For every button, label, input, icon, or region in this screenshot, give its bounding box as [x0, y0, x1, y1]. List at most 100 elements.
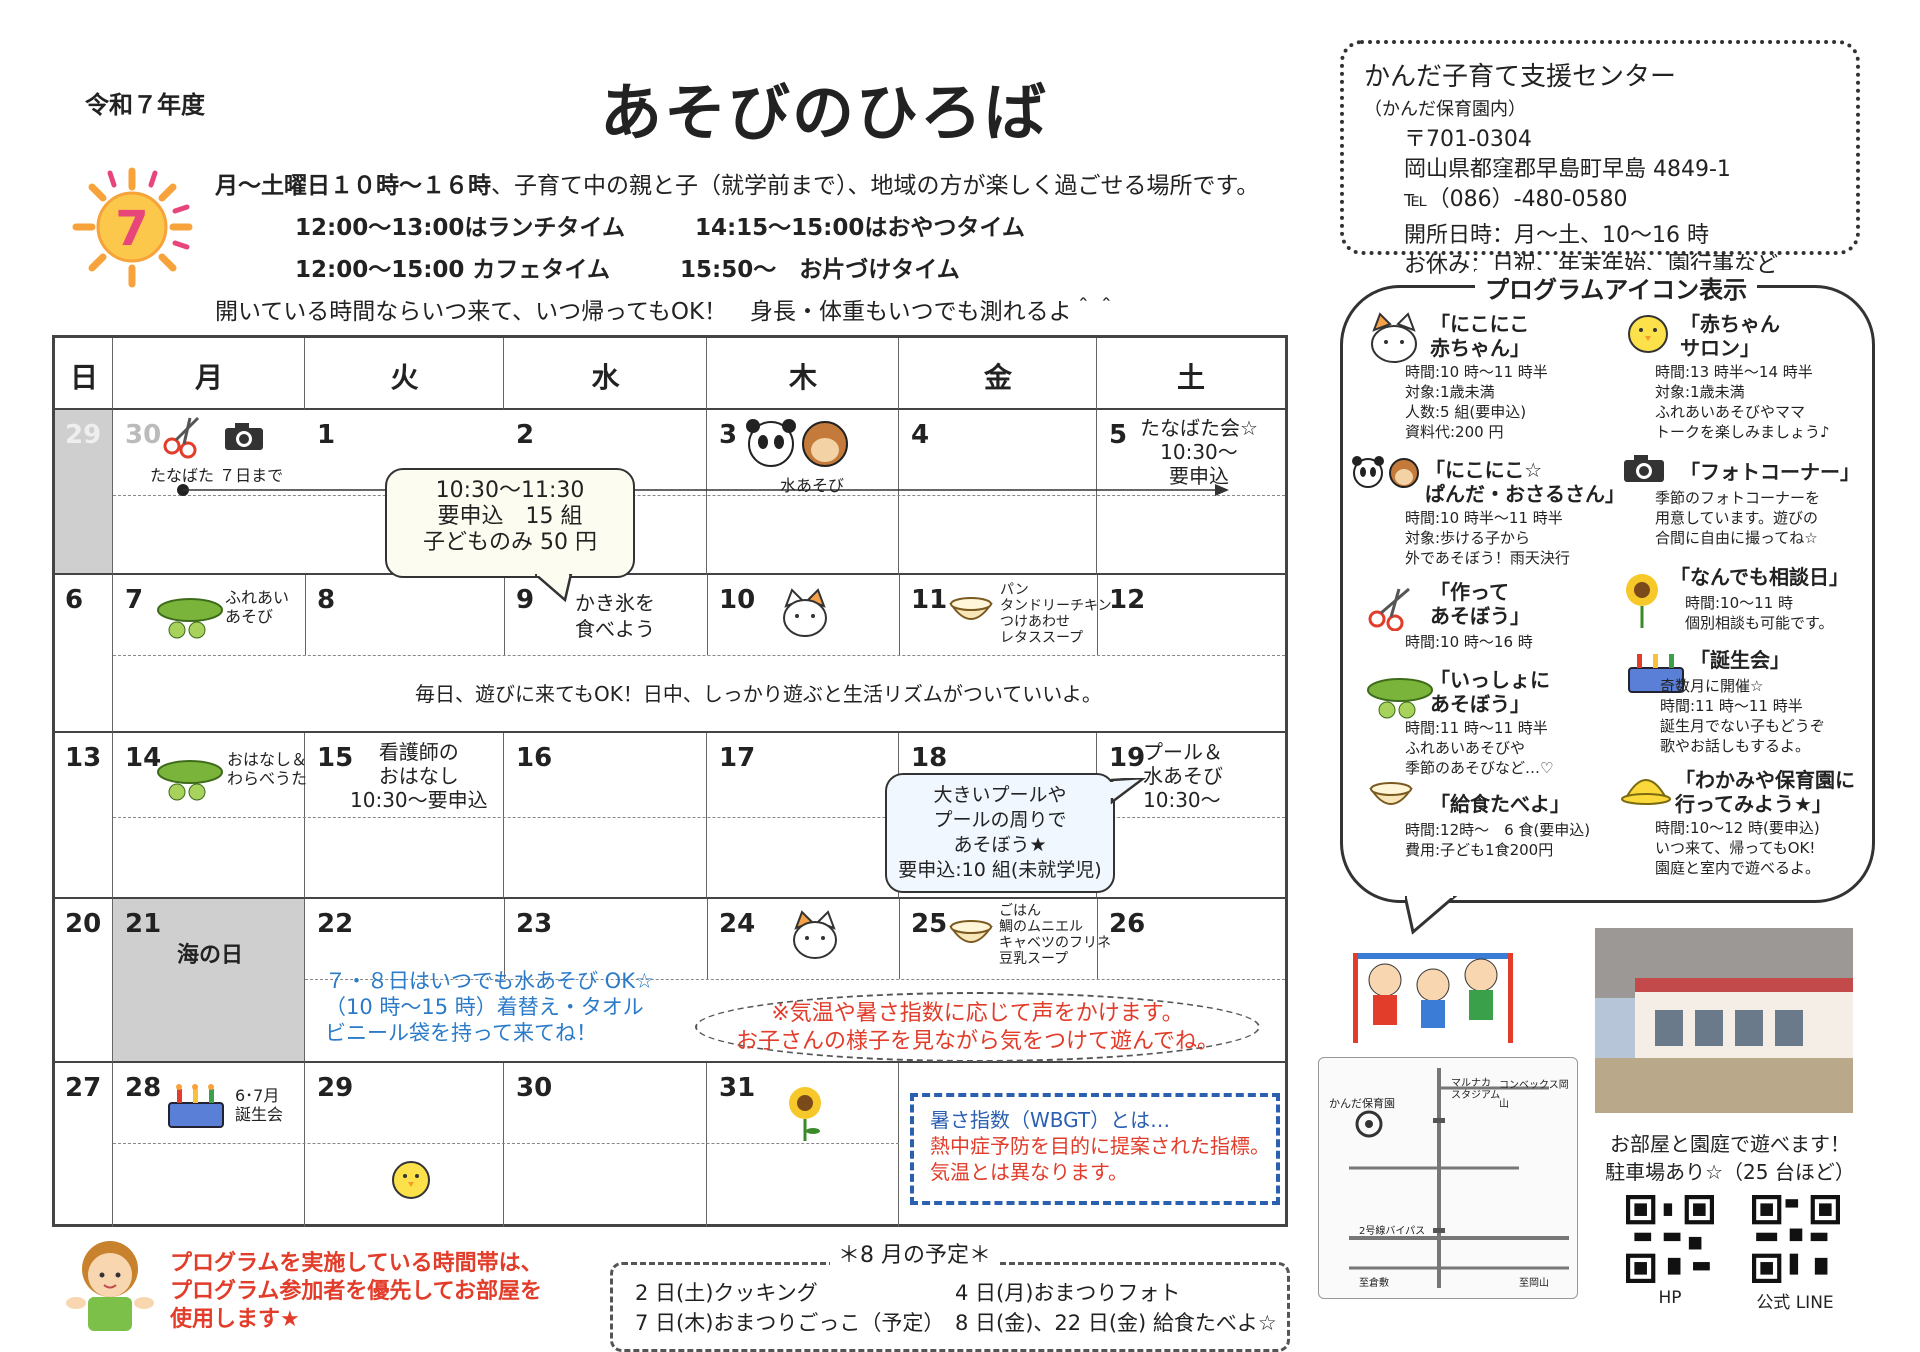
day-30: 30 — [516, 1073, 553, 1103]
qr-code-hp[interactable] — [1626, 1195, 1714, 1283]
program-9-title: 「給食たべよ」 — [1430, 792, 1570, 816]
intro-hours: 月～土曜日１０時～１６時 — [215, 173, 491, 199]
snack-time: 14:15～15:00はおやつタイム — [694, 215, 1025, 241]
august-schedule-title: ＊8 月の予定＊ — [830, 1237, 999, 1269]
menu-25: ごはん 鯛のムニエル キャベツのフリネ 豆乳スープ — [999, 903, 1111, 967]
day-29: 29 — [317, 1073, 354, 1103]
sunflower-icon — [1626, 574, 1658, 628]
water-play-note: ７・８日はいつでも水あそび OK☆ （10 時～15 時）着替え・タオル ビニー… — [325, 969, 654, 1045]
bowl-icon — [949, 597, 993, 620]
day-13: 13 — [65, 743, 102, 773]
cat-icon — [783, 588, 827, 637]
aug-event-2: 4 日(月)おまつりフォト — [955, 1281, 1181, 1305]
panda-monkey-icon — [1352, 456, 1419, 488]
intro-text: 月～土曜日１０時～１６時、子育て中の親と子（就学前まで）、地域の方が楽しく過ごせ… — [215, 165, 1259, 333]
center-info-box: かんだ子育て支援センター（かんだ保育園内） 〒701-0304 岡山県都窪郡早島… — [1340, 40, 1860, 278]
sun-icon: 7 — [72, 167, 193, 288]
scissors-icon — [163, 416, 200, 459]
center-name: かんだ子育て支援センター — [1364, 62, 1677, 92]
day-23: 23 — [516, 909, 553, 939]
page-title: あそびのひろば — [600, 76, 1049, 149]
weekday-sun: 日 — [69, 361, 98, 394]
bubble-tail — [535, 574, 573, 603]
weekday-thu: 木 — [788, 361, 817, 394]
weekday-fri: 金 — [983, 361, 1012, 394]
open-days: 開所日時：月～土、10～16 時 — [1404, 223, 1709, 248]
water-event-bubble: 10:30～11:30 要申込 15 組 子どものみ 50 円 — [385, 468, 635, 578]
day-16: 16 — [516, 743, 553, 773]
program-8-desc: 奇数月に開催☆ 時間:11 時～11 時半 誕生月でない子もどうぞ 歌やお話しも… — [1660, 677, 1825, 755]
wbgt-box: 暑さ指数（WBGT）とは… 熱中症予防を目的に提案された指標。 気温とは異なりま… — [910, 1093, 1280, 1205]
aug-event-4: 8 日(金)、22 日(金) 給食たべよ☆ — [955, 1311, 1277, 1335]
heat-caution-text: ※気温や暑さ指数に応じて声をかけます。 お子さんの様子を見ながら気をつけて遊んで… — [736, 1001, 1219, 1054]
calendar-grid: 日 月 火 水 木 金 土 29 — [52, 335, 1288, 1227]
day-8: 8 — [317, 585, 336, 615]
day-9: 9 — [516, 585, 535, 615]
program-6-desc: 時間:10～11 時 個別相談も可能です。 — [1685, 594, 1834, 632]
program-4-desc: 季節のフォトコーナーを 用意しています。遊びの 合間に自由に撮ってね☆ — [1655, 489, 1821, 547]
menu-11: パン タンドリーチキン つけあわせ レタススープ — [1000, 582, 1112, 646]
day-24: 24 — [719, 909, 756, 939]
heat-caution-note: ※気温や暑さ指数に応じて声をかけます。 お子さんの様子を見ながら気をつけて遊んで… — [695, 992, 1260, 1062]
program-5-title: 「作って あそぼう」 — [1430, 580, 1530, 628]
qr-code-line[interactable] — [1752, 1195, 1840, 1283]
telephone: ℡（086）-480-0580 — [1404, 187, 1628, 212]
day-29-prev: 29 — [65, 420, 102, 450]
program-2-desc: 時間:13 時半～14 時半 対象:1歳未満 ふれあいあそびやママ トークを楽し… — [1655, 363, 1830, 441]
program-3-desc: 時間:10 時半～11 時半 対象:歩ける子から 外であそぼう！雨天決行 — [1405, 509, 1570, 567]
photo-caption-text: お部屋と園庭で遊べます！ 駐車場あり☆（25 台ほど） — [1605, 1132, 1855, 1184]
program-7-title: 「いっしょに あそぼう」 — [1430, 668, 1550, 716]
august-schedule-box: 2 日(土)クッキング 4 日(月)おまつりフォト 7 日(木)おまつりごっこ（… — [610, 1262, 1290, 1352]
weekday-tue: 火 — [390, 361, 419, 394]
program-9-desc: 時間:12時～ 6 食(要申込) 費用:子ども1食200円 — [1405, 821, 1591, 859]
location-map: かんだ保育園 マルナカ スタジアム コンベックス岡山 2号線バイパス 至倉敷 至… — [1318, 1057, 1578, 1299]
cat-icon — [793, 910, 837, 959]
day-3: 3 — [719, 420, 738, 450]
birthday-cake-icon — [1628, 654, 1684, 693]
lunch-time: 12:00～13:00はランチタイム — [295, 215, 625, 241]
bowl-icon — [949, 920, 993, 943]
program-legend-title: プログラムアイコン表示 — [1475, 270, 1758, 305]
wbgt-body: 熱中症予防を目的に提案された指標。 気温とは異なります。 — [930, 1134, 1270, 1184]
cafe-time: 12:00～15:00 カフェタイム — [295, 257, 610, 283]
weekday-wed: 水 — [591, 361, 620, 394]
umi-no-hi: 海の日 — [177, 943, 244, 968]
day-14: 14 — [125, 743, 162, 773]
qr-line-label: 公式 LINE — [1756, 1293, 1834, 1313]
aug-event-3: 7 日(木)おまつりごっこ（予定） — [635, 1311, 945, 1335]
month-number: 7 — [115, 201, 148, 257]
day-31: 31 — [719, 1073, 756, 1103]
program-2-title: 「赤ちゃん サロン」 — [1680, 312, 1780, 360]
pool-note: プール＆ 水あそび 10:30～ — [1143, 740, 1223, 812]
program-1-title: 「にこにこ 赤ちゃん」 — [1430, 312, 1530, 360]
birthday-note: 6･7月 誕生会 — [235, 1086, 284, 1124]
scissors-icon — [1368, 587, 1410, 631]
open-note: 開いている時間ならいつ来て、いつ帰ってもOK！ 身長・体重もいつでも測れるよ＾＾ — [215, 299, 1118, 325]
map-label-convex: コンベックス岡山 — [1499, 1080, 1569, 1110]
nurse-talk: 看護師の おはなし 10:30～要申込 — [350, 740, 488, 812]
day-11: 11 — [911, 585, 948, 615]
day-2: 2 — [516, 420, 535, 450]
day-25: 25 — [911, 909, 948, 939]
postal-code: 〒701-0304 — [1404, 127, 1532, 152]
weekday-sat: 土 — [1176, 361, 1205, 394]
camera-icon — [1624, 455, 1664, 482]
edamame-icon — [157, 760, 223, 801]
weekday-mon: 月 — [194, 361, 223, 394]
day-26: 26 — [1109, 909, 1146, 939]
address: 岡山県都窪郡早島町早島 4849-1 — [1404, 157, 1731, 182]
qr-hp-label: HP — [1658, 1288, 1682, 1308]
day-10: 10 — [719, 585, 756, 615]
water-play-label: 水あそび — [780, 476, 845, 495]
day-15: 15 — [317, 743, 354, 773]
edamame-icon — [1367, 678, 1433, 719]
priority-note-text: プログラムを実施している時間帯は、 プログラム参加者を優先してお部屋を 使用しま… — [170, 1251, 543, 1332]
yellow-hat-icon — [1621, 779, 1671, 805]
day-28: 28 — [125, 1073, 162, 1103]
aug-event-1: 2 日(土)クッキング — [635, 1281, 818, 1305]
day-21: 21 — [125, 909, 162, 939]
pool-bubble: 大きいプールや プールの周りで あそぼう★ 要申込:10 組(未就学児) — [885, 773, 1115, 893]
day-1: 1 — [317, 420, 336, 450]
kids-playing-illustration — [1353, 953, 1513, 1043]
day-6: 6 — [65, 585, 84, 615]
